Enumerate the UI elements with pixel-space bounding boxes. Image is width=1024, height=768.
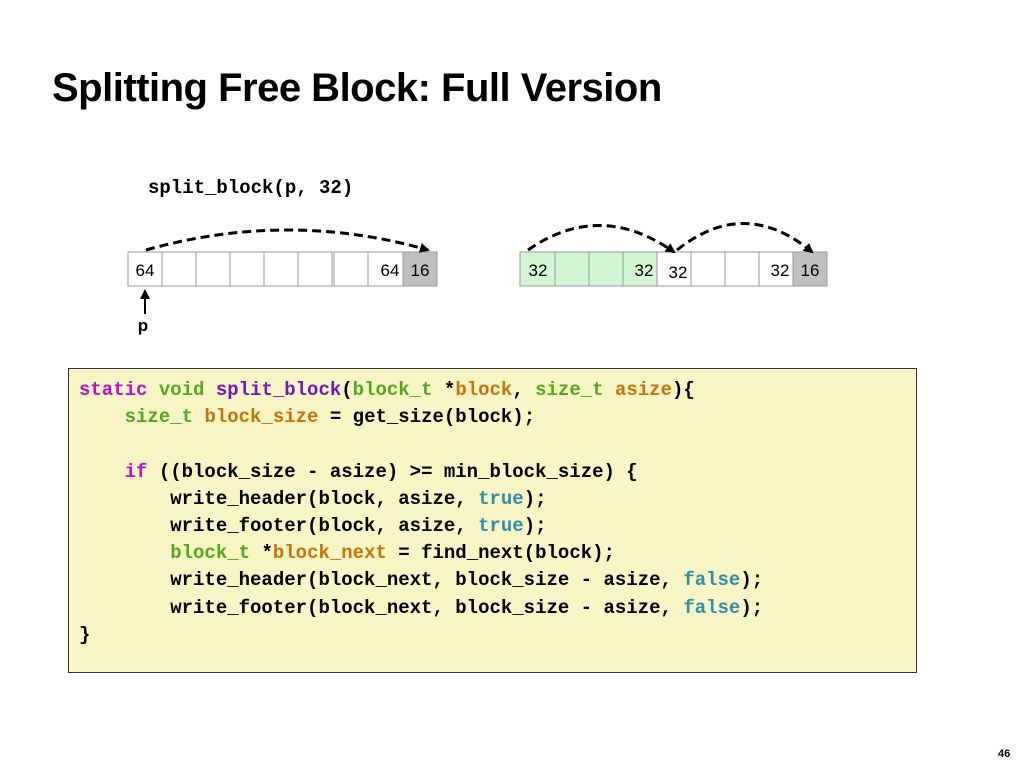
code-listing: static void split_block(block_t *block, … <box>79 377 763 649</box>
after-first-arrow <box>527 224 676 254</box>
page-number: 46 <box>998 748 1011 760</box>
block-diagram: 64 64 16 p 32 32 32 32 16 <box>127 222 828 335</box>
before-footer-label: 64 <box>381 261 400 280</box>
after-alloc-footer-label: 32 <box>635 261 654 280</box>
after-free-payload-cell <box>690 251 726 287</box>
after-free-header-label: 32 <box>669 263 688 282</box>
code-line-4: if ((block_size - asize) >= min_block_si… <box>124 460 638 483</box>
after-second-arrow <box>676 222 814 254</box>
code-line-8: write_header(block_next, block_size - as… <box>79 569 764 592</box>
code-line-6: write_footer(block, asize, true); <box>79 515 547 538</box>
before-next-header-cell <box>402 251 438 287</box>
function-call-label: split_block(p, 32) <box>148 177 354 199</box>
before-next-header-label: 16 <box>411 261 430 280</box>
before-payload-cell <box>229 251 265 287</box>
before-header-cell <box>127 251 163 287</box>
after-next-header-cell <box>792 251 828 287</box>
after-block: 32 32 32 32 16 <box>519 222 828 287</box>
code-line-5: write_header(block, asize, true); <box>79 487 547 510</box>
code-box: static void split_block(block_t *block, … <box>68 368 917 673</box>
code-line-2: size_t block_size = get_size(block); <box>124 406 536 429</box>
before-header-label: 64 <box>136 261 155 280</box>
before-payload-cell <box>161 251 197 287</box>
after-alloc-header-label: 32 <box>529 261 548 280</box>
after-free-footer-label: 32 <box>771 261 790 280</box>
before-block: 64 64 16 p <box>127 228 438 335</box>
after-alloc-payload-cell <box>554 251 590 287</box>
after-free-payload-cell <box>724 251 760 287</box>
code-line-7: block_t *block_next = find_next(block); <box>170 542 615 565</box>
code-line-10: } <box>79 623 91 646</box>
pointer-label: p <box>138 316 148 335</box>
code-line-9: write_footer(block_next, block_size - as… <box>79 596 764 619</box>
after-alloc-header-cell <box>519 251 556 287</box>
after-free-footer-cell <box>758 251 794 287</box>
before-payload-cell <box>263 251 299 287</box>
before-next-arrow <box>145 228 430 253</box>
after-next-header-label: 16 <box>801 261 820 280</box>
before-payload-cell <box>333 251 369 287</box>
after-free-header-cell <box>656 251 692 287</box>
slide-title: Splitting Free Block: Full Version <box>52 66 662 110</box>
before-payload-cell <box>195 251 231 287</box>
code-line-1: static void split_block(block_t *block, … <box>79 379 695 401</box>
after-alloc-footer-cell <box>622 251 658 287</box>
before-payload-cell <box>297 251 333 287</box>
after-alloc-payload-cell <box>588 251 624 287</box>
